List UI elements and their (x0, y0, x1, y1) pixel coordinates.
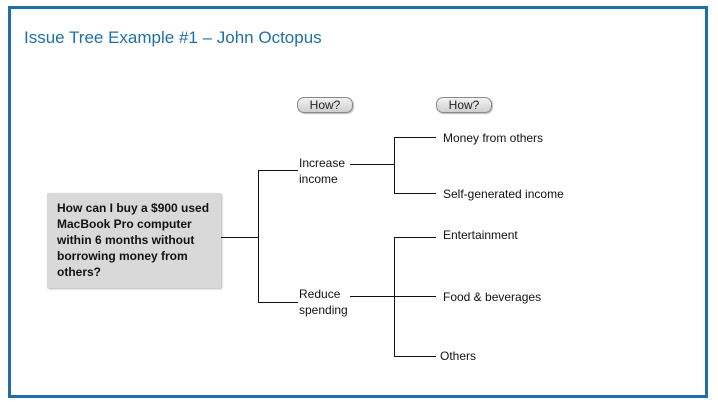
leaf-entertainment: Entertainment (443, 228, 518, 242)
how-label-level2: How? (436, 97, 492, 113)
connector-root-vertical (258, 170, 259, 303)
connector-leaf-entertainment (394, 237, 436, 238)
leaf-self-generated-income: Self-generated income (443, 187, 564, 201)
connector-leaf-money-from-others (394, 137, 436, 138)
connector-root (221, 237, 259, 238)
connector-leaf-food (394, 296, 436, 297)
connector-to-branch-1 (258, 170, 298, 171)
slide-title: Issue Tree Example #1 – John Octopus (24, 28, 322, 47)
connector-branch-1-vertical (394, 137, 395, 194)
connector-leaf-others (394, 356, 436, 357)
connector-leaf-self-generated (394, 193, 436, 194)
connector-branch-2-out (350, 296, 395, 297)
connector-branch-1-out (350, 164, 395, 165)
branch-increase-income: Increase income (299, 156, 346, 186)
connector-branch-2-vertical (394, 237, 395, 357)
leaf-food-beverages: Food & beverages (443, 290, 542, 304)
leaf-money-from-others: Money from others (443, 131, 544, 145)
leaf-others: Others (440, 349, 477, 363)
root-question-text: How can I buy a $900 used MacBook Pro co… (57, 201, 210, 279)
branch-reduce-spending: Reduce spending (299, 287, 348, 317)
how-label-level1: How? (297, 97, 353, 113)
connector-to-branch-2 (258, 302, 298, 303)
root-question-box: How can I buy a $900 used MacBook Pro co… (47, 193, 221, 288)
